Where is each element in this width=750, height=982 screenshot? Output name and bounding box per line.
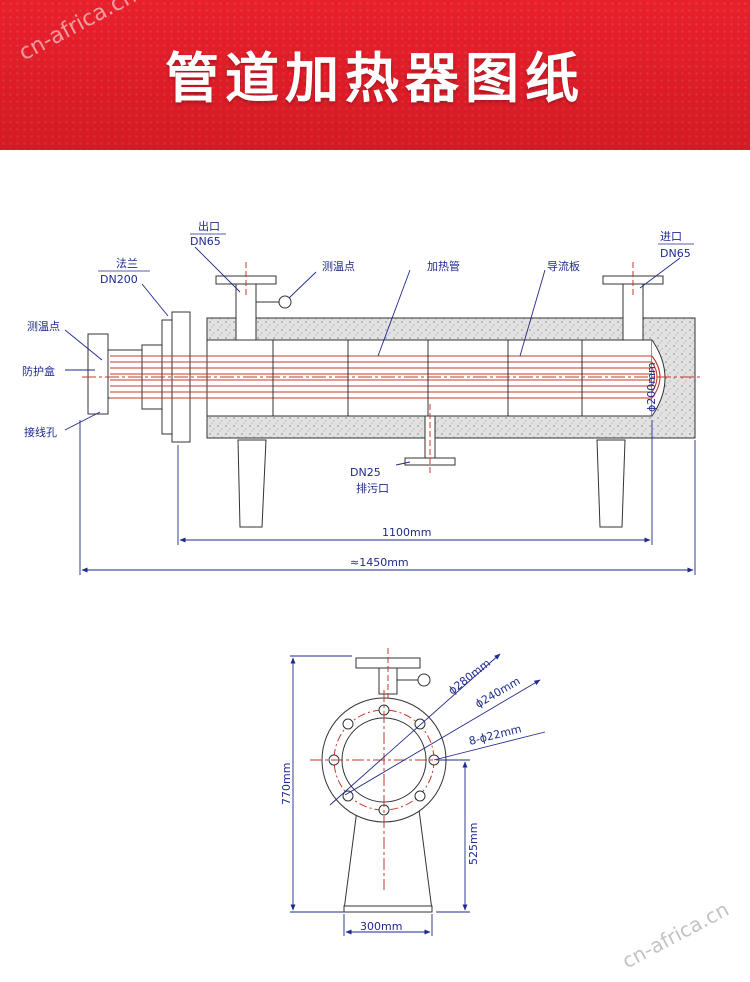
wiring-hole-label: 接线孔	[24, 425, 57, 439]
outlet-name-label: 出口	[198, 219, 220, 233]
left-leg	[237, 439, 267, 528]
temp-point-top-label: 测温点	[322, 260, 355, 273]
header-banner-shade	[0, 0, 750, 150]
length-total-label: ≈1450mm	[350, 556, 409, 569]
base-width-label: 300mm	[360, 920, 402, 933]
height-leg-label: 525mm	[467, 823, 480, 865]
outlet-size-label: DN65	[190, 235, 221, 248]
baffles	[272, 340, 583, 416]
length-inner-label: 1100mm	[382, 526, 431, 539]
protection-box	[87, 333, 109, 415]
side-view	[64, 246, 700, 575]
shell-end-cap	[651, 339, 666, 417]
side-view-labels: 出口 DN65 进口 DN65 法兰 DN200 测温点 防护盒 接线孔 测温点…	[22, 219, 694, 569]
protect-box-label: 防护盒	[22, 364, 55, 378]
inlet-size-label: DN65	[660, 247, 691, 260]
drain-size-label: DN25	[350, 466, 381, 479]
temp-probe-top	[278, 295, 292, 309]
heating-tubes	[110, 355, 661, 399]
heating-tube-label: 加热管	[427, 259, 460, 273]
flange-size-label: DN200	[100, 273, 138, 286]
end-temp-probe	[417, 673, 431, 687]
bolt-holes-label: 8-ϕ22mm	[468, 722, 523, 748]
right-leg	[596, 439, 626, 528]
header-banner	[0, 0, 750, 150]
bolt-holes	[328, 704, 440, 816]
drain-name-label: 排污口	[356, 481, 389, 495]
temp-point-left-label: 测温点	[27, 320, 60, 333]
baffle-label: 导流板	[547, 259, 580, 273]
shell-diameter-label: ϕ200mm	[645, 362, 658, 412]
page-title: 管道加热器图纸	[165, 46, 585, 110]
shell	[206, 339, 653, 417]
inlet-name-label: 进口	[660, 230, 682, 243]
end-view	[290, 648, 546, 936]
end-base-plate	[343, 905, 433, 913]
height-total-label: 770mm	[280, 763, 293, 805]
flange-name-label: 法兰	[116, 256, 138, 270]
